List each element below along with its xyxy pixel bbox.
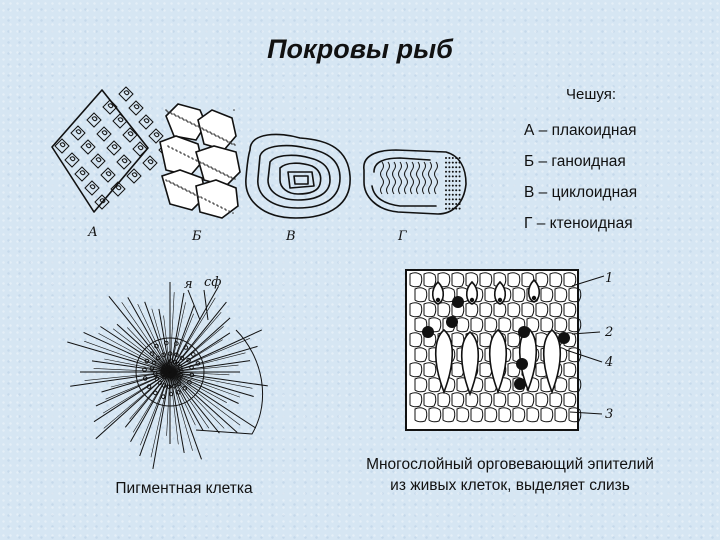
ctenoid-scale-drawing: Г bbox=[363, 149, 467, 244]
epithelium-label-3: 3 bbox=[605, 407, 613, 422]
legend-item-ctenoid: Г – ктеноидная bbox=[524, 215, 633, 232]
ganoid-scales-drawing: Б bbox=[159, 103, 241, 244]
scale-letter-v: В bbox=[285, 229, 296, 244]
scale-letter-a: А bbox=[87, 225, 98, 240]
scales-legend-heading: Чешуя: bbox=[566, 86, 616, 103]
epithelium-label-1: 1 bbox=[605, 271, 613, 286]
epithelium-caption-line2: из живых клеток, выделяет слизь bbox=[390, 477, 630, 494]
epithelium-caption-line1: Многослойный орговевающий эпителий bbox=[366, 456, 654, 473]
pigment-cell-drawing: я сф bbox=[67, 275, 268, 469]
pigment-cell-caption: Пигментная клетка bbox=[115, 480, 253, 497]
epithelium-label-2: 2 bbox=[604, 325, 613, 340]
pigment-label-sf: сф bbox=[204, 275, 221, 290]
legend-item-placoid: А – плакоидная bbox=[524, 122, 637, 139]
legend-item-ganoid: Б – ганоидная bbox=[524, 153, 626, 170]
scale-letter-g: Г bbox=[397, 229, 407, 244]
epithelium-label-4: 4 bbox=[604, 355, 613, 370]
pigment-label-ya: я bbox=[184, 277, 193, 292]
page-title: Покровы рыб bbox=[267, 34, 453, 64]
cycloid-scale-drawing: В bbox=[245, 133, 351, 244]
legend-item-cycloid: В – циклоидная bbox=[524, 184, 638, 201]
epithelium-drawing: 1 2 4 3 bbox=[405, 269, 613, 431]
scale-letter-b: Б bbox=[191, 229, 202, 244]
placoid-scales-drawing: А bbox=[51, 86, 174, 240]
